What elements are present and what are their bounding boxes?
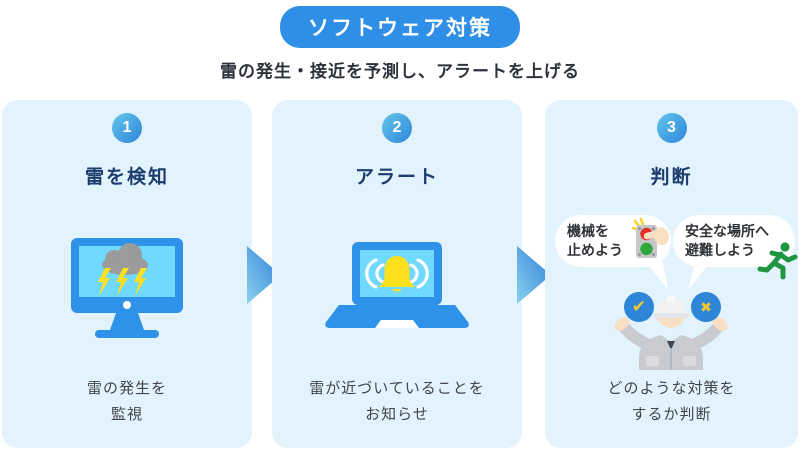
sound-waves-icon [365, 258, 429, 289]
pressing-hand-icon [643, 227, 669, 246]
caption-line: どのような対策を [607, 380, 736, 397]
worker-shrug-icon [614, 296, 728, 370]
bubble-line: 安全な場所へ [685, 223, 769, 239]
page-title: ソフトウェア対策 [308, 17, 492, 40]
caption-line: 監視 [110, 406, 143, 423]
bubble-line: 避難しよう [685, 242, 755, 258]
speech-bubble-evacuate: 安全な場所へ 避難しよう [673, 215, 798, 280]
step-2-caption: 雷が近づいていることを お知らせ [272, 376, 522, 428]
storm-cloud-icon [102, 243, 148, 275]
step-1-badge: 1 [112, 113, 142, 143]
step-2-title: アラート [354, 167, 439, 188]
step-3-title: 判断 [650, 167, 693, 188]
running-person-icon [757, 242, 798, 280]
bubble-line: 止めよう [567, 242, 623, 258]
step-card-detect: 1 雷を検知 雷の発生を 監視 [2, 100, 252, 448]
subtitle: 雷の発生・接近を予測し、アラートを上げる [220, 62, 580, 81]
caption-line: 雷が近づいていることを [309, 380, 485, 397]
bubble-text: 機械を 止めよう [567, 222, 623, 260]
step-1-caption: 雷の発生を 監視 [2, 376, 252, 428]
laptop-bell-icon [325, 242, 469, 328]
helmet-icon [656, 298, 686, 315]
check-glyph: ✔ [631, 297, 647, 316]
step-3-caption: どのような対策を するか判断 [545, 376, 798, 428]
bubble-line: 機械を [567, 223, 609, 239]
step-2-badge: 2 [382, 113, 412, 143]
caption-line: 雷の発生を [86, 380, 167, 397]
bubble-text: 安全な場所へ 避難しよう [685, 222, 769, 260]
monitor-storm-icon [71, 238, 183, 338]
step-2-number: 2 [392, 119, 402, 136]
step-3-number: 3 [667, 119, 676, 136]
worker-hands [614, 317, 728, 331]
speech-bubble-stop-machine: 機械を 止めよう [555, 215, 671, 267]
step-card-decision: 3 判断 機械を 止めよう [545, 100, 798, 448]
cross-mark-icon: ✖ [691, 292, 721, 322]
cross-glyph: ✖ [700, 298, 712, 315]
alert-bell-icon [379, 256, 415, 292]
step-3-badge: 3 [656, 113, 687, 143]
caption-line: するか判断 [631, 406, 712, 423]
worker-arms [618, 321, 724, 350]
check-mark-icon: ✔ [624, 292, 654, 322]
arrow-right-icon [517, 246, 551, 304]
caption-line: お知らせ [365, 406, 429, 423]
step-card-alert: 2 アラート 雷が近づいていることを お知らせ [272, 100, 522, 448]
step-1-number: 1 [122, 119, 132, 136]
stop-button-icon [631, 217, 669, 258]
title-pill: ソフトウェア対策 [280, 6, 520, 48]
step-1-title: 雷を検知 [84, 167, 169, 188]
arrow-right-icon [247, 246, 281, 304]
lightning-bolts-icon [98, 268, 147, 296]
